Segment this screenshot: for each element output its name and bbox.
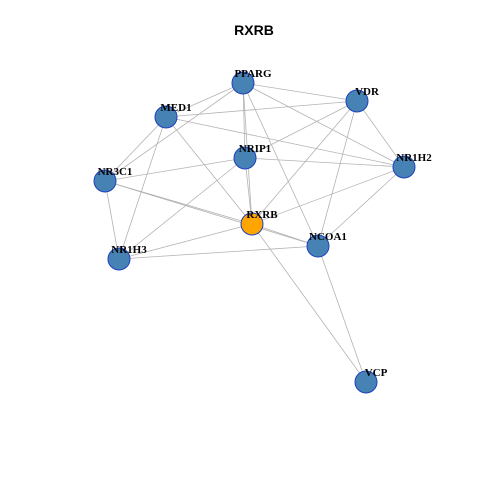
edge-nr3c1-ncoa1 xyxy=(104,180,319,247)
node-nrip1[interactable] xyxy=(233,146,257,170)
edge-vdr-nr1h2 xyxy=(356,100,405,168)
edge-nr1h2-ncoa1 xyxy=(317,166,405,247)
node-layer xyxy=(93,71,416,394)
edge-pparg-nr3c1 xyxy=(104,82,244,182)
edge-vdr-ncoa1 xyxy=(317,100,358,247)
edge-nrip1-nr1h2 xyxy=(244,157,405,168)
node-label-nrip1: NRIP1 xyxy=(239,143,271,155)
edge-nr1h2-rxrb xyxy=(251,166,405,225)
edge-vdr-rxrb xyxy=(251,100,358,225)
edge-nrip1-nr3c1 xyxy=(104,157,246,182)
edge-layer xyxy=(104,82,405,383)
graph-title: RXRB xyxy=(234,22,274,38)
node-nr1h2[interactable] xyxy=(392,155,416,179)
node-label-rxrb: RXRB xyxy=(246,209,278,221)
node-label-pparg: PPARG xyxy=(234,68,272,80)
edge-med1-rxrb xyxy=(165,116,253,225)
node-vcp[interactable] xyxy=(354,370,378,394)
node-vdr[interactable] xyxy=(345,89,369,113)
edge-pparg-med1 xyxy=(165,82,244,118)
edge-pparg-vdr xyxy=(242,82,358,102)
node-label-nr3c1: NR3C1 xyxy=(98,166,133,178)
edge-nrip1-nr1h3 xyxy=(118,157,246,260)
node-label-vdr: VDR xyxy=(355,86,380,98)
edge-rxrb-vcp xyxy=(251,223,367,383)
edge-pparg-nr1h2 xyxy=(242,82,405,168)
edge-pparg-ncoa1 xyxy=(242,82,319,247)
edge-ncoa1-nr1h3 xyxy=(118,245,319,260)
edge-pparg-nrip1 xyxy=(242,82,246,159)
node-label-nr1h3: NR1H3 xyxy=(111,244,147,256)
edge-ncoa1-vcp xyxy=(317,245,367,383)
node-label-ncoa1: NCOA1 xyxy=(309,231,347,243)
node-label-med1: MED1 xyxy=(160,102,191,114)
node-label-nr1h2: NR1H2 xyxy=(396,152,432,164)
edge-rxrb-nr1h3 xyxy=(118,223,253,260)
node-med1[interactable] xyxy=(154,105,178,129)
edge-nr3c1-nr1h3 xyxy=(104,180,120,260)
edge-med1-nr1h3 xyxy=(118,116,167,260)
node-rxrb[interactable] xyxy=(240,212,264,236)
edge-vdr-nrip1 xyxy=(244,100,358,159)
node-label-vcp: VCP xyxy=(365,367,388,379)
node-nr1h3[interactable] xyxy=(107,247,131,271)
node-pparg[interactable] xyxy=(231,71,255,95)
edge-med1-nr3c1 xyxy=(104,116,167,182)
node-ncoa1[interactable] xyxy=(306,234,330,258)
edge-med1-nr1h2 xyxy=(165,116,405,168)
edge-med1-vdr xyxy=(165,100,358,118)
node-nr3c1[interactable] xyxy=(93,169,117,193)
edge-rxrb-ncoa1 xyxy=(251,223,319,247)
